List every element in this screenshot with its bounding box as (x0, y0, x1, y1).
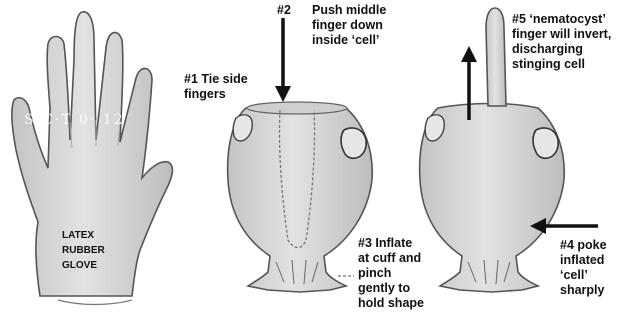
step3-label: #3 Inflate at cuff and pinch gently to h… (358, 236, 424, 311)
step5-label: #5 ‘nematocyst’ finger will invert, disc… (512, 12, 611, 72)
step2-label: Push middle finger down inside ‘cell’ (312, 3, 386, 48)
step1-label: #1 Tie side fingers (184, 72, 248, 102)
push-down-arrow (275, 18, 291, 102)
watermark: S·C·T 0· 12 (24, 112, 125, 128)
glove-label: LATEX RUBBER GLOVE (62, 228, 105, 273)
step4-label: #4 poke inflated ‘cell’ sharply (560, 238, 607, 298)
inflated-cell-middle (228, 102, 373, 292)
step2-number: #2 (277, 3, 291, 18)
